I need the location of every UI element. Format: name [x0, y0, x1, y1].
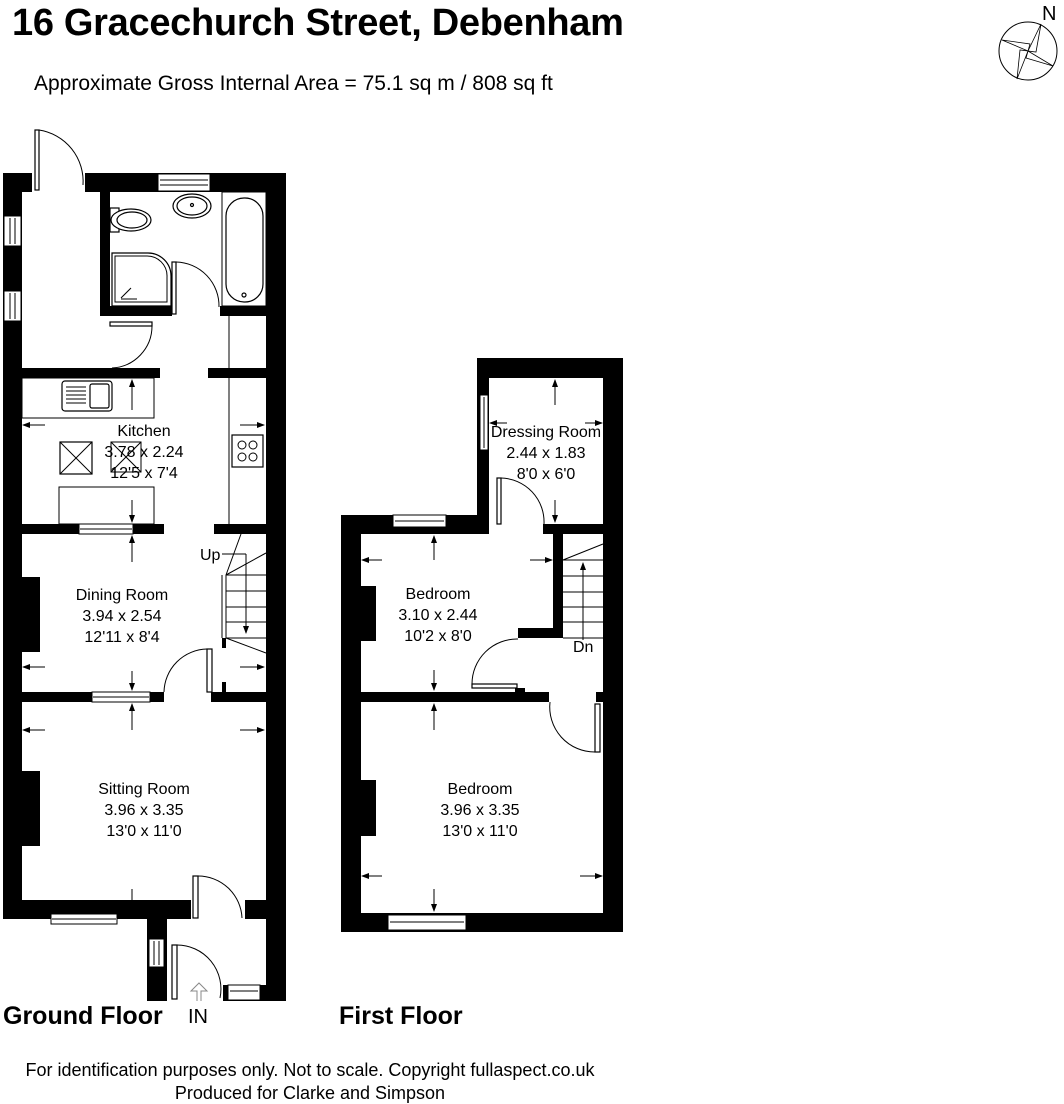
svg-text:2.44 x 1.83: 2.44 x 1.83 — [506, 445, 585, 462]
svg-text:Bedroom: Bedroom — [448, 781, 513, 798]
first-floor-plan: Dn Dressing Room 2.44 x 1.83 8'0 x 6'0 B… — [341, 358, 623, 932]
room-label-kitchen: Kitchen 3.78 x 2.24 12'5 x 7'4 — [104, 423, 183, 482]
shower-icon — [111, 252, 172, 307]
svg-text:3.96 x 3.35: 3.96 x 3.35 — [440, 802, 519, 819]
stairs-down-label: Dn — [573, 639, 593, 656]
appliance-icon — [59, 441, 142, 475]
svg-text:3.10 x 2.44: 3.10 x 2.44 — [398, 607, 477, 624]
produced-for-text: Produced for Clarke and Simpson — [174, 1083, 446, 1103]
north-label: N — [1042, 3, 1056, 25]
ground-floor-plan: Up Kitchen 3.78 x 2.24 12'5 x 7'4 Dining… — [3, 129, 286, 1001]
stairs-up-label: Up — [200, 547, 221, 564]
svg-text:Bedroom: Bedroom — [406, 586, 471, 603]
svg-text:Sitting Room: Sitting Room — [98, 781, 190, 798]
ground-floor-label: Ground Floor — [3, 1002, 163, 1030]
gross-internal-area: Approximate Gross Internal Area = 75.1 s… — [34, 72, 553, 95]
dimension-arrows — [22, 379, 265, 913]
svg-text:13'0 x 11'0: 13'0 x 11'0 — [106, 823, 181, 840]
svg-text:Dressing Room: Dressing Room — [491, 424, 601, 441]
room-label-sitting-room: Sitting Room 3.96 x 3.35 13'0 x 11'0 — [98, 781, 190, 840]
toilet-icon — [109, 207, 152, 233]
basin-icon — [172, 193, 212, 219]
staircase-icon — [221, 533, 267, 654]
sink-icon — [61, 380, 113, 412]
svg-text:Dining Room: Dining Room — [76, 587, 168, 604]
svg-text:Kitchen: Kitchen — [117, 423, 170, 440]
room-label-bedroom-1: Bedroom 3.96 x 3.35 13'0 x 11'0 — [440, 781, 519, 840]
room-label-bedroom-2: Bedroom 3.10 x 2.44 10'2 x 8'0 — [398, 586, 477, 645]
dimension-arrows — [361, 379, 603, 912]
bath-icon — [221, 191, 267, 307]
north-compass-icon: N — [998, 3, 1058, 81]
disclaimer-text: For identification purposes only. Not to… — [25, 1060, 595, 1080]
svg-text:13'0 x 11'0: 13'0 x 11'0 — [442, 823, 517, 840]
first-floor-label: First Floor — [339, 1002, 463, 1030]
room-label-dining-room: Dining Room 3.94 x 2.54 12'11 x 8'4 — [76, 587, 168, 646]
room-label-dressing-room: Dressing Room 2.44 x 1.83 8'0 x 6'0 — [491, 424, 601, 483]
entrance-arrow-icon — [189, 982, 209, 1001]
entrance-label: IN — [188, 1006, 208, 1028]
svg-text:8'0 x 6'0: 8'0 x 6'0 — [517, 466, 576, 483]
staircase-icon — [562, 543, 604, 640]
svg-text:3.96 x 3.35: 3.96 x 3.35 — [104, 802, 183, 819]
svg-text:12'5 x 7'4: 12'5 x 7'4 — [110, 465, 178, 482]
svg-text:10'2 x 8'0: 10'2 x 8'0 — [404, 628, 472, 645]
property-title: 16 Gracechurch Street, Debenham — [12, 2, 624, 44]
svg-text:3.78 x 2.24: 3.78 x 2.24 — [104, 444, 183, 461]
hob-icon — [231, 434, 264, 468]
svg-text:12'11 x 8'4: 12'11 x 8'4 — [84, 629, 159, 646]
svg-text:3.94 x 2.54: 3.94 x 2.54 — [82, 608, 161, 625]
